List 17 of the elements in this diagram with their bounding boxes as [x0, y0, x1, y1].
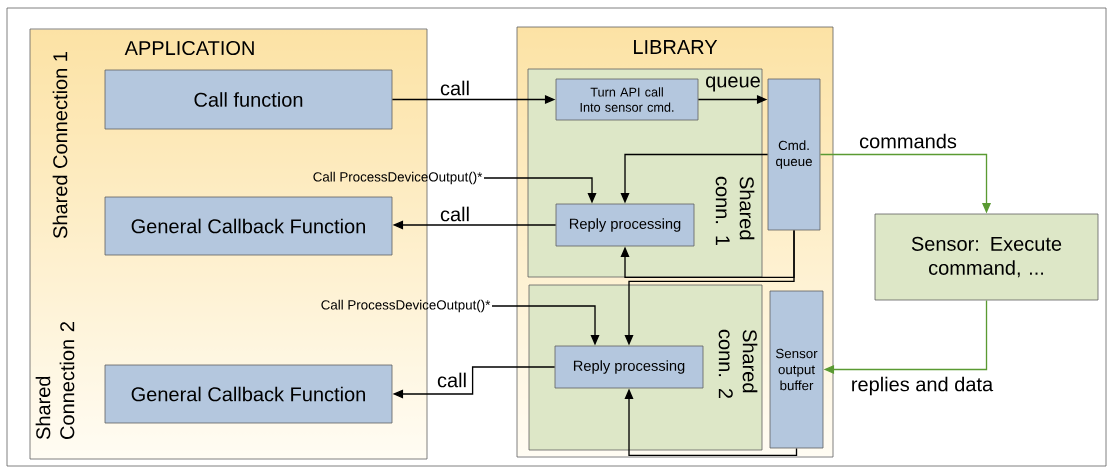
edge-label: queue [706, 76, 760, 92]
call-note: Call ProcessDeviceOutput()* [313, 171, 483, 185]
process-box: General Callback Function [104, 364, 393, 424]
buffer-box: Sensor output buffer [769, 290, 824, 449]
queue-box: Cmd. queue [767, 78, 821, 231]
process-box: Turn API call Into sensor cmd. [555, 78, 699, 121]
edge-label: call [440, 80, 469, 96]
edge-label: call [437, 372, 466, 388]
process-box: Reply processing [555, 203, 695, 247]
process-box: Reply processing [554, 345, 704, 389]
edge-label: replies and data [852, 376, 994, 396]
call-note: Call ProcessDeviceOutput()* [321, 299, 491, 313]
edge-label: call [440, 206, 469, 222]
process-box: General Callback Function [104, 196, 393, 256]
edge-label: commands [859, 133, 957, 149]
sensor-box: Sensor: Execute command, ... [874, 213, 1099, 301]
process-box: Call function [104, 69, 393, 130]
